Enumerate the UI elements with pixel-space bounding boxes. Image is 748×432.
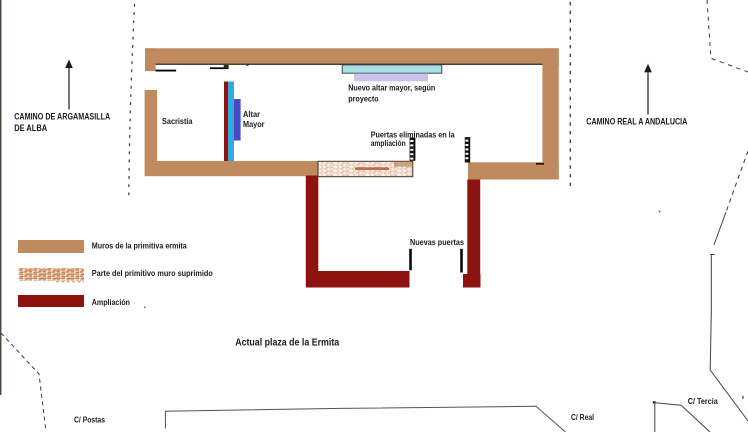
svg-text:Parte del primitivo muro supri: Parte del primitivo muro suprimido xyxy=(92,268,213,278)
svg-text:Ampliación: Ampliación xyxy=(92,297,130,307)
svg-text:Sacristía: Sacristía xyxy=(162,116,193,126)
svg-text:C/ Tercia: C/ Tercia xyxy=(688,397,718,406)
svg-text:Mayor: Mayor xyxy=(243,119,265,129)
svg-text:C/ Postas: C/ Postas xyxy=(74,416,105,425)
svg-text:Actual plaza de la Ermita: Actual plaza de la Ermita xyxy=(235,338,339,349)
svg-text:ampliación: ampliación xyxy=(371,138,406,148)
svg-text:Nuevo altar mayor, según: Nuevo altar mayor, según xyxy=(348,83,435,93)
svg-text:CAMINO DE ARGAMASILLA: CAMINO DE ARGAMASILLA xyxy=(14,112,110,122)
svg-text:C/ Real: C/ Real xyxy=(571,413,594,422)
svg-text:Puertas eliminadas en la: Puertas eliminadas en la xyxy=(371,129,455,139)
svg-text:Muros de la primitiva ermita: Muros de la primitiva ermita xyxy=(92,241,187,251)
svg-text:proyecto: proyecto xyxy=(348,94,379,104)
svg-text:Nuevas puertas: Nuevas puertas xyxy=(410,237,464,247)
svg-text:DE ALBA: DE ALBA xyxy=(14,123,47,133)
svg-text:CAMINO REAL A ANDALUCIA: CAMINO REAL A ANDALUCIA xyxy=(586,117,687,127)
svg-text:Altar: Altar xyxy=(243,109,261,119)
